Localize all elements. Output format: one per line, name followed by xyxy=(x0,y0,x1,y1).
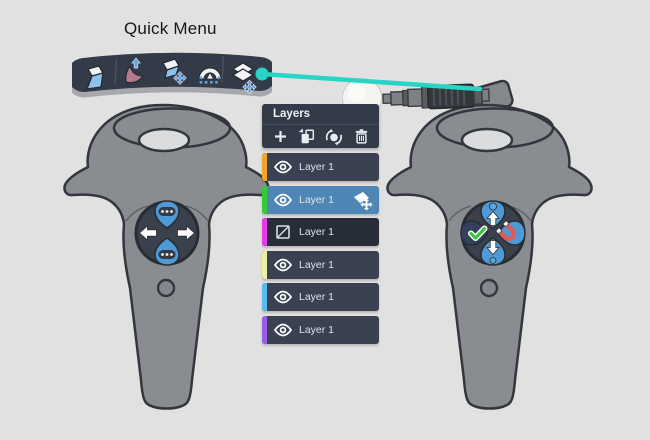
layer-name: Layer 1 xyxy=(299,161,335,173)
layers-panel-header: Layers xyxy=(262,104,379,148)
layer-name: Layer 1 xyxy=(299,193,335,206)
quick-menu-title: Quick Menu xyxy=(124,19,217,38)
layer-name: Layer 1 xyxy=(299,291,335,303)
body-crease xyxy=(125,205,149,222)
ring-hole xyxy=(460,127,514,153)
ring-hole xyxy=(137,127,191,153)
menu-anchor-connector xyxy=(255,67,483,92)
up-arrow-icon xyxy=(486,210,500,226)
sphere-highlight xyxy=(348,84,366,102)
layer-list: Layer 1 Layer 1 xyxy=(262,153,379,344)
right-controller xyxy=(386,79,593,410)
scroll-down-button[interactable] xyxy=(480,237,506,266)
visibility-toggle[interactable] xyxy=(274,257,292,273)
layer-name: Layer 1 xyxy=(299,323,335,336)
layer-row[interactable]: Layer 1 xyxy=(262,283,379,311)
body-crease xyxy=(185,205,209,222)
add-layer-button[interactable] xyxy=(271,128,289,146)
eye-icon xyxy=(274,323,292,336)
visibility-toggle[interactable] xyxy=(274,322,292,338)
layer-color-stripe xyxy=(262,283,267,311)
layer-row-hidden[interactable]: Layer 1 xyxy=(262,218,379,246)
left-menu-button[interactable] xyxy=(156,278,176,298)
layer-color-stripe xyxy=(262,315,267,344)
visibility-toggle[interactable] xyxy=(274,289,292,305)
trash-icon xyxy=(355,129,367,144)
eye-icon xyxy=(274,193,292,206)
right-menu-button[interactable] xyxy=(479,278,499,298)
left-controller xyxy=(63,103,270,410)
eye-icon xyxy=(274,290,292,304)
scroll-dot xyxy=(489,257,497,264)
undo-arrow-icon[interactable] xyxy=(138,225,157,241)
delete-layer-button[interactable] xyxy=(352,128,370,146)
redo-arrow-icon[interactable] xyxy=(177,225,196,241)
layers-panel: Layers xyxy=(262,104,379,348)
layer-row[interactable]: Layer 1 xyxy=(262,250,379,279)
connector-line xyxy=(259,71,483,92)
layer-color-stripe xyxy=(262,185,267,214)
lift-stroke-icon[interactable] xyxy=(125,57,145,84)
down-arrow-icon xyxy=(486,240,500,256)
eye-icon xyxy=(274,258,292,271)
arch-tool-icon[interactable] xyxy=(198,67,222,84)
scroll-dot xyxy=(489,202,497,211)
layer-row-selected[interactable]: Layer 1 xyxy=(262,185,379,214)
layer-name: Layer 1 xyxy=(299,226,335,238)
merge-layer-button[interactable] xyxy=(325,128,343,146)
quick-menu-bar xyxy=(72,52,272,98)
layer-name: Layer 1 xyxy=(299,258,335,271)
visibility-toggle[interactable] xyxy=(274,224,292,240)
eye-icon xyxy=(274,160,292,174)
layer-color-stripe xyxy=(262,218,267,246)
check-icon-green xyxy=(469,226,487,240)
magnet-snap-button[interactable] xyxy=(495,220,526,246)
duplicate-icon xyxy=(298,127,315,143)
merge-sphere-icon xyxy=(325,128,342,145)
layer-color-stripe xyxy=(262,250,267,279)
grab-layer-icon[interactable] xyxy=(231,62,257,95)
plus-icon xyxy=(274,130,286,143)
layers-toolbar xyxy=(262,125,379,148)
grab-stroke-cursor-icon xyxy=(351,189,373,214)
duplicate-layer-button[interactable] xyxy=(298,127,316,146)
touchpad-bottom-more-button[interactable] xyxy=(154,237,180,266)
body-crease xyxy=(448,205,472,222)
hidden-layer-icon xyxy=(276,225,290,239)
layer-row[interactable]: Layer 1 xyxy=(262,315,379,344)
magnet-icon xyxy=(495,220,516,241)
touchpad-top-more-button[interactable] xyxy=(154,200,180,229)
visibility-toggle[interactable] xyxy=(274,192,292,208)
visibility-toggle[interactable] xyxy=(274,159,292,175)
layer-color-stripe xyxy=(262,153,267,181)
menu-divider xyxy=(221,55,225,83)
menu-divider xyxy=(114,58,118,86)
confirm-button[interactable] xyxy=(460,220,489,246)
layers-panel-title: Layers xyxy=(262,104,379,125)
scroll-up-button[interactable] xyxy=(480,200,506,229)
layer-row[interactable]: Layer 1 xyxy=(262,153,379,181)
connector-dot xyxy=(255,67,269,81)
paint-stroke-icon[interactable] xyxy=(85,65,104,90)
grab-stroke-icon[interactable] xyxy=(162,58,187,85)
